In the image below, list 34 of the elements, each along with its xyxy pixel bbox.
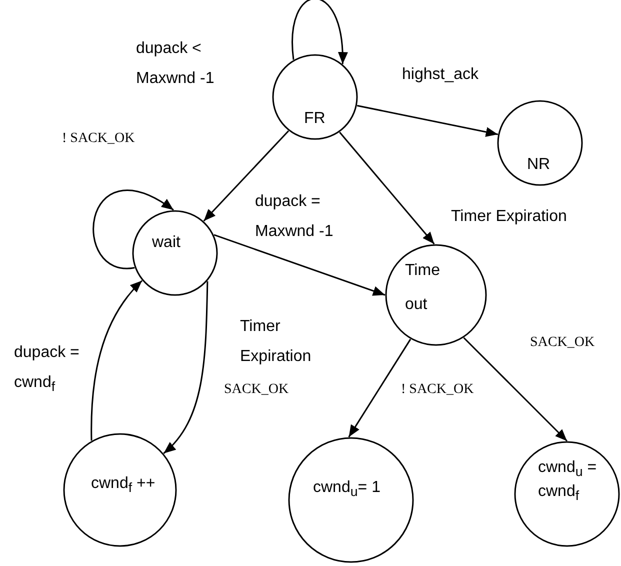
state-circle bbox=[132, 210, 218, 296]
self-loop-arrow bbox=[292, 0, 348, 64]
state-circle bbox=[288, 437, 414, 563]
state-label: cwnd$_{f}$ ++ bbox=[91, 474, 156, 498]
arrow bbox=[356, 104, 498, 137]
edge-label: dupack = cwnd$_{f}$ bbox=[14, 343, 80, 397]
edge-label: dupack < Maxwnd -1 bbox=[136, 39, 216, 90]
state-label: FR bbox=[304, 109, 326, 129]
edge-label: SACK_OK bbox=[530, 334, 596, 352]
arrow bbox=[463, 337, 568, 442]
arrow bbox=[203, 130, 290, 222]
arrow bbox=[163, 281, 208, 454]
edge-label: SACK_OK bbox=[224, 381, 290, 399]
state-label: cwnd$_{u}$ = cwnd$_{f}$ bbox=[538, 458, 598, 506]
state-label: cwnd$_{u}$= 1 bbox=[313, 478, 382, 502]
state-label: Time out bbox=[405, 261, 441, 315]
arrow bbox=[348, 338, 412, 438]
state-circle bbox=[514, 441, 620, 547]
state-circle bbox=[272, 54, 358, 140]
edge-label: ! SACK_OK bbox=[401, 381, 475, 399]
edge-label: ! SACK_OK bbox=[62, 130, 136, 148]
edge-label: Timer Expiration bbox=[451, 207, 568, 227]
state-circle bbox=[63, 433, 177, 547]
state-circle bbox=[385, 244, 487, 346]
state-circle bbox=[497, 100, 583, 186]
arrow bbox=[214, 234, 386, 296]
state-label: NR bbox=[527, 155, 552, 175]
arrow bbox=[90, 280, 143, 441]
edge-label: dupack = Maxwnd -1 bbox=[255, 192, 334, 242]
arrow bbox=[339, 132, 435, 245]
state-label: wait bbox=[152, 233, 182, 253]
edge-label: Timer Expiration bbox=[240, 317, 312, 368]
self-loop-arrow bbox=[92, 190, 174, 269]
edge-label: highst_ack bbox=[402, 65, 480, 85]
